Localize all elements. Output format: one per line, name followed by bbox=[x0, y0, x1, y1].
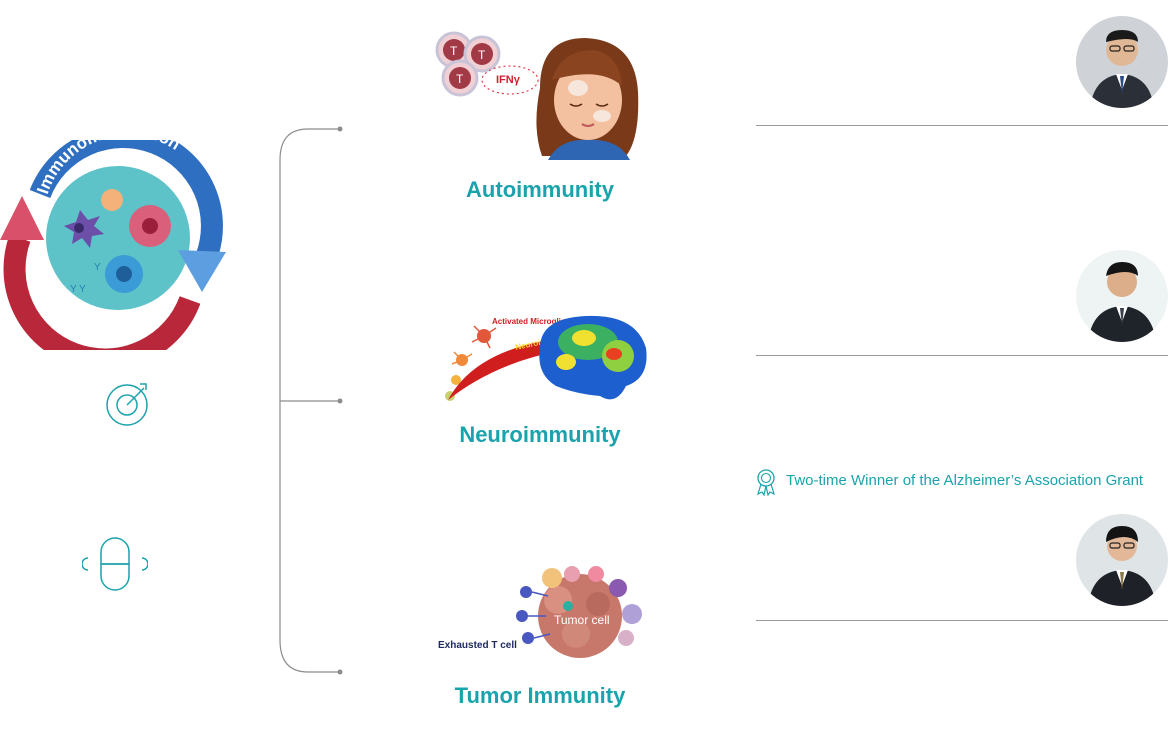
microglia-label: Activated Microglia bbox=[492, 317, 566, 326]
brain-heatmap bbox=[539, 315, 647, 400]
neuroimmunity-illustration: Activated Microglia Neuroinflammation bbox=[445, 315, 647, 401]
t-cell-cluster: T T T IFNγ bbox=[435, 31, 539, 97]
cell-illustrations: Y Y Y bbox=[64, 189, 171, 295]
cell-disc bbox=[46, 166, 190, 310]
t-cells-around bbox=[516, 586, 551, 644]
divider bbox=[756, 355, 1168, 356]
area-title-tumor-immunity: Tumor Immunity bbox=[454, 683, 626, 708]
award-text: Two-time Winner of the Alzheimer’s Assoc… bbox=[786, 472, 1144, 489]
immunomodulation-cycle: Immunomodulation Immunomodulation Y Y Y bbox=[0, 140, 226, 350]
tumor-cell-label: Tumor cell bbox=[554, 613, 610, 627]
autoimmunity-illustration: T T T IFNγ bbox=[435, 31, 639, 160]
avatar bbox=[1076, 16, 1168, 108]
avatar bbox=[1076, 514, 1168, 606]
t-cell-label: T bbox=[456, 72, 464, 86]
tumor-mass bbox=[538, 566, 642, 658]
target-icon bbox=[106, 383, 148, 426]
divider bbox=[756, 125, 1168, 126]
award-ribbon-icon bbox=[757, 469, 775, 496]
ifn-label: IFNγ bbox=[496, 74, 521, 86]
svg-text:Y Y: Y Y bbox=[70, 284, 86, 295]
avatar bbox=[1076, 250, 1168, 342]
area-title-neuroimmunity: Neuroimmunity bbox=[459, 422, 621, 447]
area-title-autoimmunity: Autoimmunity bbox=[466, 177, 614, 202]
svg-text:Y: Y bbox=[94, 262, 101, 273]
t-cell-label: T bbox=[450, 44, 458, 58]
red-arrow-head bbox=[0, 196, 44, 240]
tumor-immunity-illustration: Tumor cell Exhausted T cell bbox=[438, 566, 642, 658]
capsule-icon bbox=[82, 537, 148, 591]
t-cell-label: T bbox=[478, 48, 486, 62]
bracket-connector bbox=[279, 126, 343, 675]
exhausted-t-cell-label: Exhausted T cell bbox=[438, 640, 517, 651]
blue-arrow-head bbox=[178, 250, 226, 292]
divider bbox=[756, 620, 1168, 621]
woman-portrait bbox=[536, 38, 639, 160]
